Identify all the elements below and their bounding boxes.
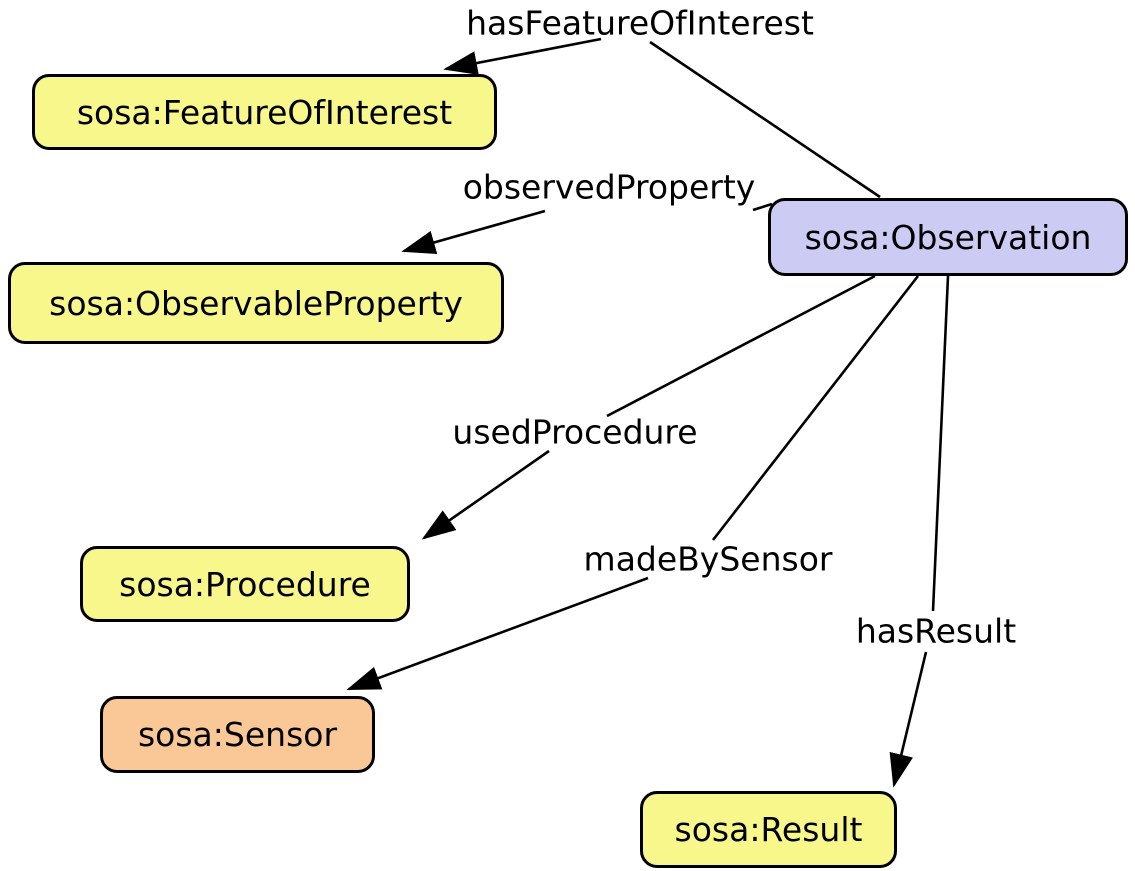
node-sosa-observation: sosa:Observation — [768, 198, 1128, 276]
edge-label-hasresult: hasResult — [855, 611, 1017, 651]
edge-hasResult-segment — [931, 275, 950, 612]
edge-hasFeatureOfInterest-arrow — [443, 37, 602, 75]
edge-label-observedproperty: observedProperty — [462, 167, 756, 207]
node-sosa-sensor: sosa:Sensor — [100, 696, 375, 773]
node-sosa-result: sosa:Result — [640, 791, 897, 868]
edge-hasResult-arrow — [889, 651, 928, 788]
edge-usedProcedure-arrow — [421, 449, 550, 540]
node-sosa-procedure: sosa:Procedure — [80, 546, 410, 622]
edge-label-madebysensor: madeBySensor — [583, 539, 833, 579]
edge-madeBySensor-segment — [711, 275, 920, 541]
edge-usedProcedure-segment — [606, 274, 876, 418]
edge-observedProperty-segment — [752, 202, 773, 212]
edge-observedProperty-arrow — [401, 209, 546, 255]
edge-label-hasfeatureofinterest: hasFeatureOfInterest — [466, 3, 814, 43]
edge-madeBySensor-arrow — [346, 576, 649, 691]
node-sosa-observableproperty: sosa:ObservableProperty — [8, 262, 504, 344]
node-sosa-featureofinterest: sosa:FeatureOfInterest — [32, 74, 497, 150]
edge-label-usedprocedure: usedProcedure — [452, 412, 698, 452]
edge-hasFeatureOfInterest-segment — [649, 40, 881, 199]
